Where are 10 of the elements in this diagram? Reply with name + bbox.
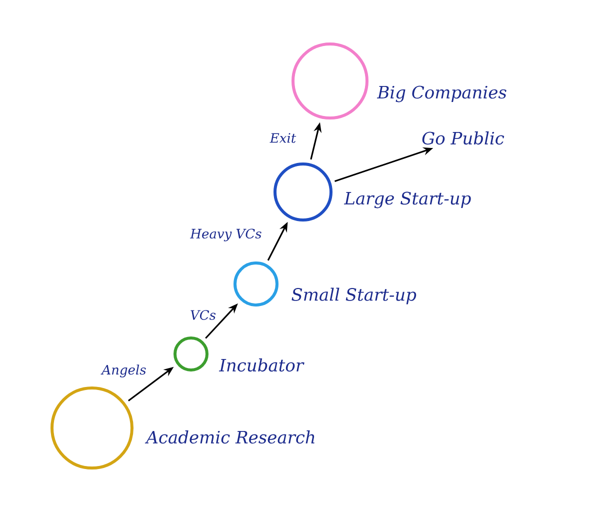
stage-label: Incubator bbox=[218, 358, 304, 372]
stage-label: Small Start-up bbox=[292, 288, 416, 304]
stage-label: Large Start-up bbox=[344, 192, 471, 208]
stage-label: Academic Research bbox=[144, 430, 314, 444]
edge-label: Heavy VCs bbox=[189, 228, 263, 242]
stage-label: Go Public bbox=[422, 131, 504, 145]
edge-label: Angels bbox=[100, 364, 148, 378]
stage-label: Big Companies bbox=[376, 86, 506, 102]
edge-label: VCs bbox=[189, 309, 217, 321]
edge-label: Exit bbox=[268, 132, 298, 144]
